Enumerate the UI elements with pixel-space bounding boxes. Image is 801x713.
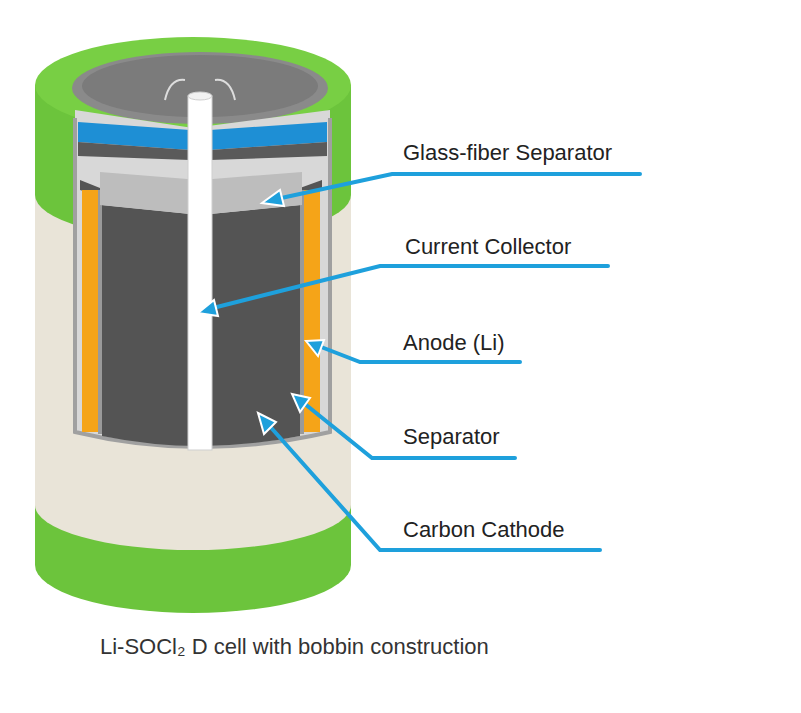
arrow-head [306,340,324,356]
leader-line [205,266,608,310]
current-collector [188,96,212,450]
anode-layer [82,190,98,432]
leader-line [272,174,640,200]
lid-crown [165,80,235,100]
arrow-head [262,190,284,206]
part-label: Current Collector [405,234,571,260]
arrow-head [198,300,218,316]
arrow-head [292,394,310,412]
part-label: Glass-fiber Separator [403,140,612,166]
part-label: Carbon Cathode [403,517,564,543]
separator-layer [98,190,102,434]
caption: Li-SOCl₂ D cell with bobbin construction [100,634,489,660]
arrow-head [258,413,276,434]
collector-top [188,92,212,100]
part-label: Anode (Li) [403,330,505,356]
leader-lines [205,174,640,550]
part-label: Separator [403,424,500,450]
leader-arrows [198,190,324,434]
leader-line [300,400,515,458]
anode-layer [304,190,320,432]
leader-line [266,422,600,550]
